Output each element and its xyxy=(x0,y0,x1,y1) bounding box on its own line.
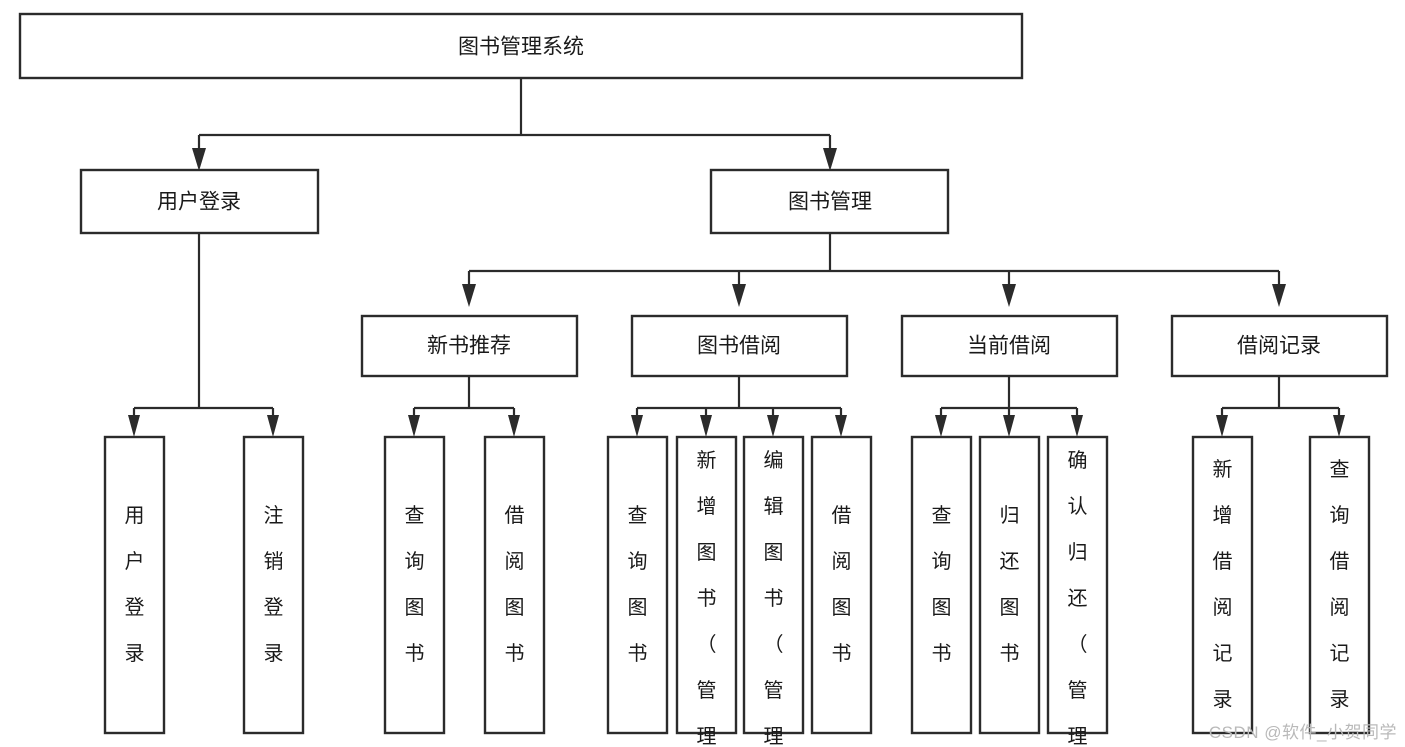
edge-borrowrecord-bus xyxy=(1220,376,1341,426)
arrowhead-to-leaf-12 xyxy=(1216,415,1228,437)
node-user-login[interactable]: 用户登录 xyxy=(79,168,320,235)
arrowhead-to-book-borrow xyxy=(732,284,746,307)
leaf-node-query-book-1-box[interactable] xyxy=(383,435,446,735)
arrowhead-to-leaf-8 xyxy=(835,415,847,437)
leaf-label-query-book-1: 查询图书 xyxy=(405,504,425,665)
leaf-node-borrow-book-2-box[interactable] xyxy=(810,435,873,735)
leaf-node-add-borrow-record[interactable] xyxy=(1191,435,1254,735)
leaf-node-logout-box[interactable] xyxy=(242,435,305,735)
leaf-node-borrow-book-2[interactable] xyxy=(810,435,873,735)
node-book-management-box[interactable] xyxy=(709,168,950,235)
leaf-node-add-book-admin[interactable] xyxy=(675,435,738,735)
node-book-borrow-label: 图书借阅 xyxy=(697,335,781,358)
leaf-label-borrow-book-2: 借阅图书 xyxy=(832,504,852,665)
leaf-node-edit-book-admin[interactable] xyxy=(742,435,805,735)
arrowhead-to-leaf-10 xyxy=(1003,415,1015,437)
connector-layer xyxy=(128,78,1345,437)
edge-bookborrow-bus xyxy=(635,376,843,426)
node-book-borrow-box[interactable] xyxy=(630,314,849,378)
node-borrow-record[interactable]: 借阅记录 xyxy=(1170,314,1389,378)
leaf-node-add-book-admin-box[interactable] xyxy=(675,435,738,735)
arrowhead-to-leaf-3 xyxy=(408,415,420,437)
leaf-node-logout[interactable] xyxy=(242,435,305,735)
leaf-label-query-borrow-record: 查询借阅记录 xyxy=(1330,458,1350,711)
leaf-label-query-book-3: 查询图书 xyxy=(932,504,952,665)
leaf-node-borrow-book-1[interactable] xyxy=(483,435,546,735)
node-borrow-record-box[interactable] xyxy=(1170,314,1389,378)
arrowhead-to-leaf-7 xyxy=(767,415,779,437)
node-user-login-box[interactable] xyxy=(79,168,320,235)
leaf-label-return-book: 归还图书 xyxy=(1000,504,1020,665)
node-root-label: 图书管理系统 xyxy=(458,36,584,59)
node-user-login-label: 用户登录 xyxy=(157,191,241,214)
leaf-node-return-book-box[interactable] xyxy=(978,435,1041,735)
leaf-label-add-book-admin: 新增图书（管理员） xyxy=(697,449,717,747)
node-borrow-record-label: 借阅记录 xyxy=(1237,335,1321,358)
leaf-node-user-login-box[interactable] xyxy=(103,435,166,735)
node-book-management-label: 图书管理 xyxy=(788,191,872,214)
edge-userlogin-bus xyxy=(132,233,275,426)
leaf-node-query-book-2-box[interactable] xyxy=(606,435,669,735)
arrowhead-to-leaf-11 xyxy=(1071,415,1083,437)
leaf-node-query-book-1[interactable] xyxy=(383,435,446,735)
leaf-node-query-borrow-record-box[interactable] xyxy=(1308,435,1371,735)
arrowhead-to-borrow-record xyxy=(1272,284,1286,307)
arrowhead-to-leaf-9 xyxy=(935,415,947,437)
edge-root-bus xyxy=(197,78,832,160)
node-current-borrow-box[interactable] xyxy=(900,314,1119,378)
node-new-book-recommend[interactable]: 新书推荐 xyxy=(360,314,579,378)
arrowhead-to-current-borrow xyxy=(1002,284,1016,307)
leaf-label-user-login: 用户登录 xyxy=(125,505,145,665)
arrowhead-to-book-mgmt xyxy=(823,148,837,171)
arrowhead-to-new-book-rec xyxy=(462,284,476,307)
leaf-label-add-borrow-record: 新增借阅记录 xyxy=(1213,458,1233,711)
leaf-label-borrow-book-1: 借阅图书 xyxy=(505,504,525,665)
leaf-text-layer: 用户登录 注销登录 查询图书 借阅图书 查询图书 新增图书（管理员） 编辑图书（管理员） 借阅… xyxy=(125,449,1350,747)
arrowhead-to-leaf-13 xyxy=(1333,415,1345,437)
leaf-node-query-book-3[interactable] xyxy=(910,435,973,735)
watermark-text: CSDN @软件_小贺同学 xyxy=(1208,723,1397,742)
edge-bookmgmt-bus xyxy=(467,233,1281,292)
leaf-label-edit-book-admin: 编辑图书（管理员） xyxy=(764,449,784,747)
leaf-label-query-book-2: 查询图书 xyxy=(628,504,648,665)
arrowhead-to-leaf-4 xyxy=(508,415,520,437)
arrowhead-to-user-login xyxy=(192,148,206,171)
leaf-node-confirm-return-admin-box[interactable] xyxy=(1046,435,1109,735)
leaf-node-edit-book-admin-box[interactable] xyxy=(742,435,805,735)
node-current-borrow-label: 当前借阅 xyxy=(967,335,1051,358)
node-book-management[interactable]: 图书管理 xyxy=(709,168,950,235)
leaf-node-query-book-3-box[interactable] xyxy=(910,435,973,735)
arrowhead-to-leaf-5 xyxy=(631,415,643,437)
arrowhead-to-leaf-6 xyxy=(700,415,712,437)
node-current-borrow[interactable]: 当前借阅 xyxy=(900,314,1119,378)
leaf-label-confirm-return-admin: 确认归还（管理员） xyxy=(1068,449,1088,747)
node-root[interactable]: 图书管理系统 xyxy=(18,12,1024,80)
leaf-node-query-borrow-record[interactable] xyxy=(1308,435,1371,735)
leaf-label-logout: 注销登录 xyxy=(264,504,284,665)
edge-newbookrec-bus xyxy=(412,376,516,426)
node-root-box[interactable] xyxy=(18,12,1024,80)
leaf-node-confirm-return-admin[interactable] xyxy=(1046,435,1109,735)
node-new-book-recommend-box[interactable] xyxy=(360,314,579,378)
arrowhead-to-leaf-1 xyxy=(128,415,140,437)
node-book-borrow[interactable]: 图书借阅 xyxy=(630,314,849,378)
leaf-node-query-book-2[interactable] xyxy=(606,435,669,735)
leaf-node-return-book[interactable] xyxy=(978,435,1041,735)
arrowhead-to-leaf-2 xyxy=(267,415,279,437)
leaf-node-add-borrow-record-box[interactable] xyxy=(1191,435,1254,735)
leaf-node-user-login[interactable] xyxy=(103,435,166,735)
leaf-node-borrow-book-1-box[interactable] xyxy=(483,435,546,735)
node-new-book-recommend-label: 新书推荐 xyxy=(427,335,511,358)
